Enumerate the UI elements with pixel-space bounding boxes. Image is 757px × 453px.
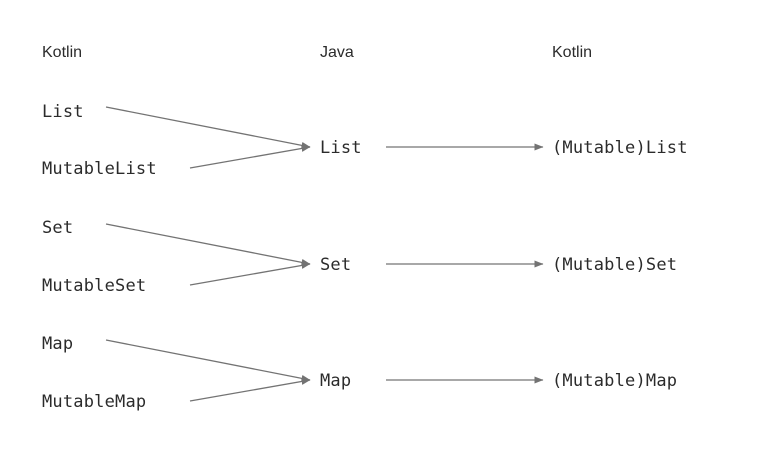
kotlin-readonly-set: Set — [42, 218, 74, 238]
arrow-map-mutable-to-java — [189, 378, 311, 402]
arrow-map-readonly-to-java — [105, 339, 311, 382]
java-type-map: Map — [320, 371, 352, 391]
java-type-set: Set — [320, 255, 352, 275]
arrow-list-readonly-to-java — [105, 106, 311, 149]
arrow-list-mutable-to-java — [189, 145, 311, 169]
kotlin-result-map: (Mutable)Map — [552, 371, 678, 391]
arrow-set-readonly-to-java — [105, 223, 311, 266]
column-header-java: Java — [320, 44, 354, 61]
arrow-set-mutable-to-java — [189, 262, 311, 286]
column-header-kotlin-source: Kotlin — [42, 44, 83, 61]
java-type-list: List — [320, 138, 362, 158]
kotlin-readonly-list: List — [42, 102, 84, 122]
kotlin-mutable-set: MutableSet — [42, 276, 147, 296]
kotlin-result-set: (Mutable)Set — [552, 255, 678, 275]
kotlin-mutable-list: MutableList — [42, 159, 157, 179]
kotlin-result-list: (Mutable)List — [552, 138, 688, 158]
kotlin-mutable-map: MutableMap — [42, 392, 147, 412]
kotlin-readonly-map: Map — [42, 334, 74, 354]
column-header-kotlin-result: Kotlin — [552, 44, 593, 61]
